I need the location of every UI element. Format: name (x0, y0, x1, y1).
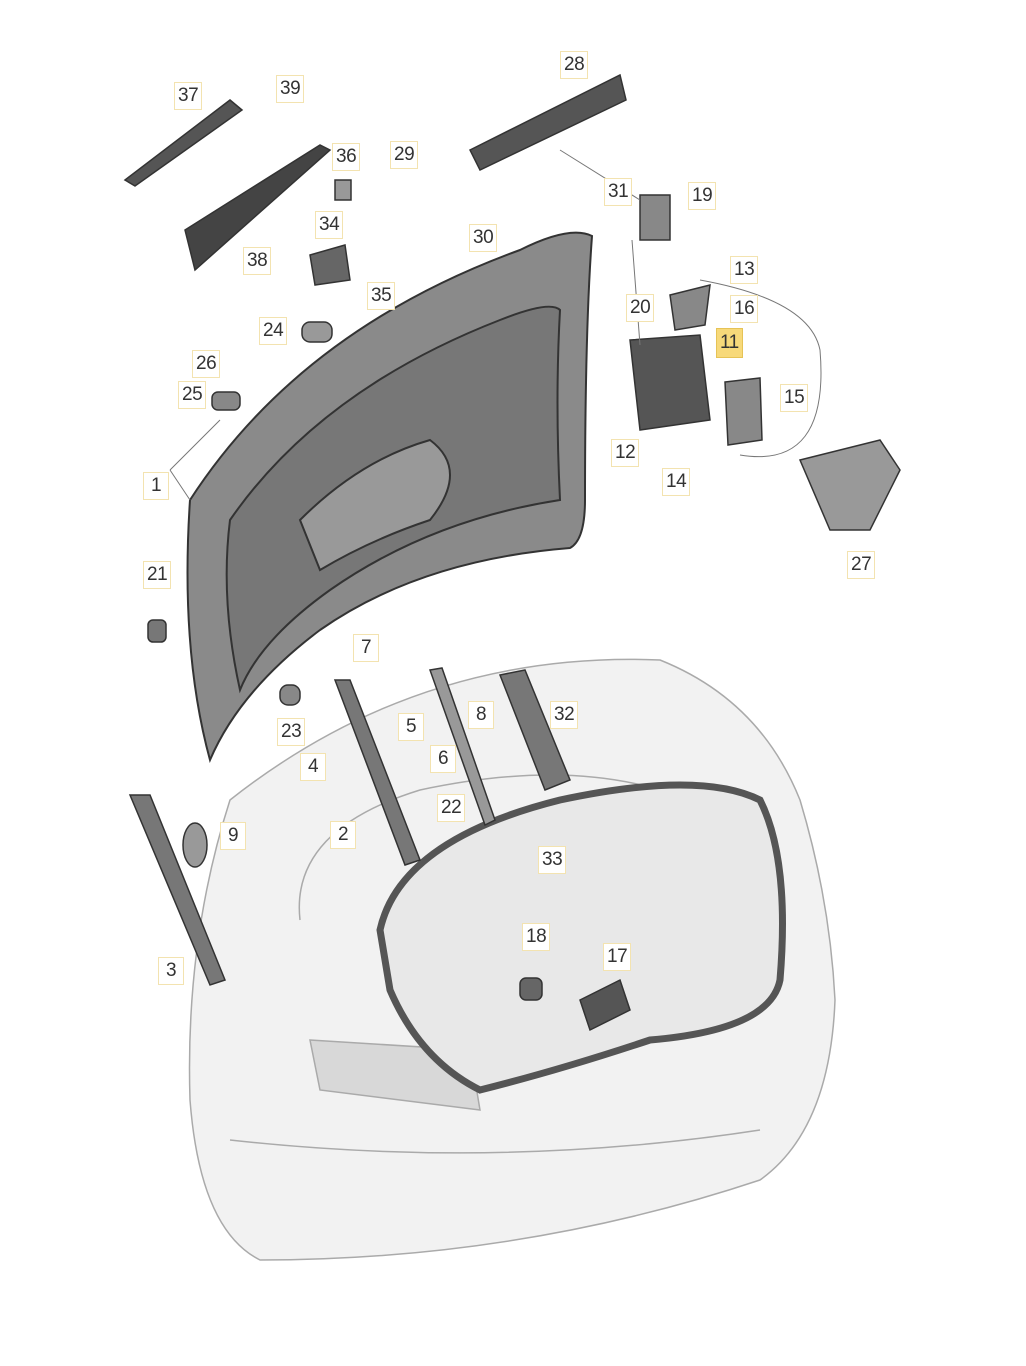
callout-35[interactable]: 35 (367, 282, 396, 310)
callout-36[interactable]: 36 (332, 143, 361, 171)
callout-2[interactable]: 2 (330, 821, 356, 849)
callout-23[interactable]: 23 (277, 718, 306, 746)
callout-25[interactable]: 25 (178, 381, 207, 409)
callout-34[interactable]: 34 (315, 211, 344, 239)
trunk-opening-seal (376, 781, 786, 1094)
callout-14[interactable]: 14 (662, 468, 691, 496)
callout-12[interactable]: 12 (611, 439, 640, 467)
callout-9[interactable]: 9 (220, 822, 246, 850)
callout-16[interactable]: 16 (730, 295, 759, 323)
callout-6[interactable]: 6 (430, 745, 456, 773)
callout-31[interactable]: 31 (604, 178, 633, 206)
callout-3[interactable]: 3 (158, 957, 184, 985)
callout-18[interactable]: 18 (522, 923, 551, 951)
callout-38[interactable]: 38 (243, 247, 272, 275)
callout-17[interactable]: 17 (603, 943, 632, 971)
callout-11-highlighted[interactable]: 11 (716, 328, 743, 358)
callout-19[interactable]: 19 (688, 182, 717, 210)
callout-29[interactable]: 29 (390, 141, 419, 169)
callout-30[interactable]: 30 (469, 224, 498, 252)
callout-39[interactable]: 39 (276, 75, 305, 103)
callout-15[interactable]: 15 (780, 384, 809, 412)
trunk-lid (186, 231, 594, 764)
callout-32[interactable]: 32 (550, 701, 579, 729)
callout-5[interactable]: 5 (398, 713, 424, 741)
callout-28[interactable]: 28 (560, 51, 589, 79)
callout-4[interactable]: 4 (300, 753, 326, 781)
callout-33[interactable]: 33 (538, 846, 567, 874)
callout-21[interactable]: 21 (143, 561, 172, 589)
callout-7[interactable]: 7 (353, 634, 379, 662)
callout-37[interactable]: 37 (174, 82, 203, 110)
callout-26[interactable]: 26 (192, 350, 221, 378)
callout-24[interactable]: 24 (259, 317, 288, 345)
callout-22[interactable]: 22 (437, 794, 466, 822)
small-parts (123, 73, 901, 1032)
callout-27[interactable]: 27 (847, 551, 876, 579)
callout-13[interactable]: 13 (730, 256, 759, 284)
callout-8[interactable]: 8 (468, 701, 494, 729)
callout-20[interactable]: 20 (626, 294, 655, 322)
callout-1[interactable]: 1 (143, 472, 169, 500)
